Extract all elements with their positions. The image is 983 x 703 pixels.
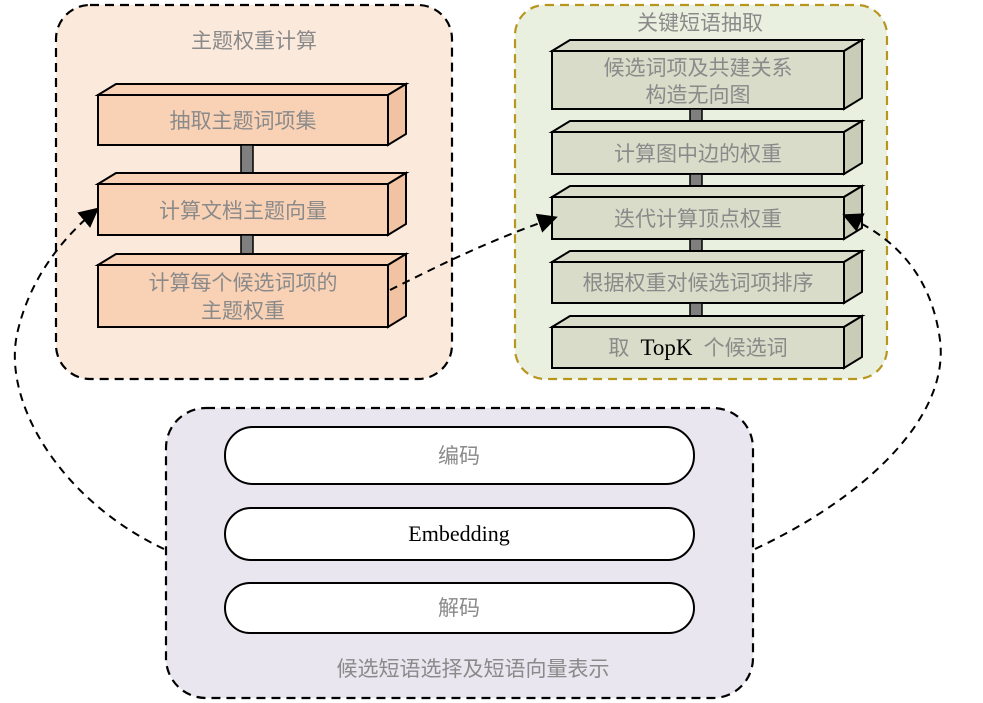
step-label: 取 TopK 个候选词 [608, 335, 787, 360]
row-label: 编码 [438, 444, 480, 468]
embedding-row: Embedding [224, 507, 695, 561]
step-build-graph: 候选词项及共建关系 构造无向图 [548, 38, 866, 111]
decode-row: 解码 [224, 582, 695, 634]
step-candidate-topic-weight: 计算每个候选词项的 主题权重 [94, 252, 410, 329]
candidate-group-title: 候选短语选择及短语向量表示 [337, 657, 610, 681]
topk-prefix: 取 [608, 336, 629, 360]
step-take-topk: 取 TopK 个候选词 [548, 314, 866, 370]
step-edge-weight: 计算图中边的权重 [548, 119, 866, 176]
topic-weight-group: 主题权重计算 抽取主题词项集 计算文档主题向量 计算每个候选词项的 主题权重 [54, 3, 454, 381]
keyphrase-extraction-group: 关键短语抽取 候选词项及共建关系 构造无向图 计算图中边的权重 迭代计算顶点权重 [513, 3, 889, 381]
step-label-line1: 候选词项及共建关系 [604, 56, 793, 80]
topic-group-title: 主题权重计算 [191, 29, 317, 53]
topk-suffix: 个候选词 [704, 336, 788, 360]
step-vertex-weight: 迭代计算顶点权重 [548, 184, 866, 241]
step-label: 计算图中边的权重 [614, 142, 782, 166]
step-label: 根据权重对候选词项排序 [583, 271, 814, 295]
row-label: 解码 [438, 596, 480, 620]
candidate-phrase-group: 编码 Embedding 解码 候选短语选择及短语向量表示 [164, 406, 755, 700]
step-label-line2: 主题权重 [201, 299, 285, 323]
step-label-line2: 构造无向图 [646, 83, 751, 107]
step-doc-topic-vector: 计算文档主题向量 [94, 171, 410, 237]
step-rank-candidates: 根据权重对候选词项排序 [548, 249, 866, 305]
row-label: Embedding [408, 521, 509, 546]
keyphrase-group-title: 关键短语抽取 [637, 11, 763, 35]
flow-arrow-candidate-to-topic [13, 207, 165, 550]
step-extract-topic-terms: 抽取主题词项集 [94, 82, 410, 147]
topk-bold: TopK [640, 335, 692, 360]
step-label: 抽取主题词项集 [170, 109, 317, 133]
encode-row: 编码 [224, 426, 695, 485]
step-label-line1: 计算每个候选词项的 [149, 271, 338, 295]
step-label: 计算文档主题向量 [159, 199, 327, 223]
step-label: 迭代计算顶点权重 [614, 207, 782, 231]
flow-arrow-topic-to-keyphrase [389, 213, 558, 291]
flow-arrow-candidate-to-keyphrase [754, 213, 942, 550]
